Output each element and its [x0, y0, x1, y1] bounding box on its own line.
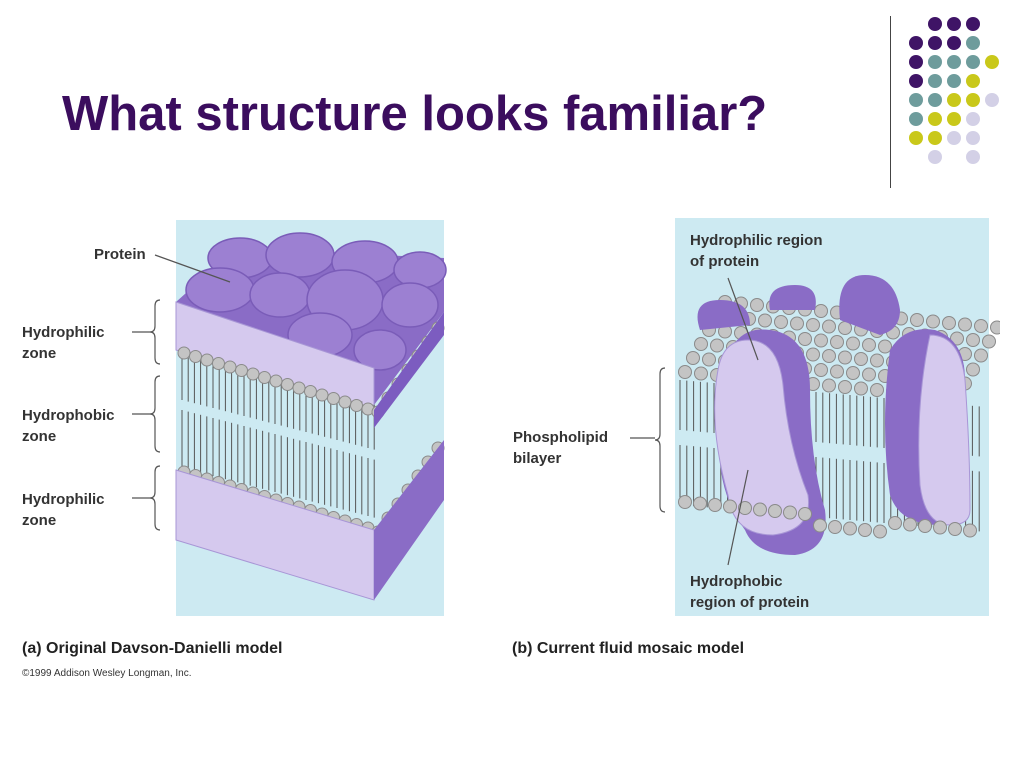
decorative-dot [947, 131, 961, 145]
decorative-dot [928, 131, 942, 145]
decorative-dot [928, 36, 942, 50]
decorative-dot [985, 93, 999, 107]
label-protein: Protein [94, 246, 146, 263]
label-phospholipid-bilayer: Phospholipid bilayer [513, 429, 608, 467]
decorative-dot [928, 74, 942, 88]
divider-line [890, 16, 891, 188]
label-hydrophobic-region: Hydrophobic region of protein [690, 573, 810, 611]
decorative-dot [928, 93, 942, 107]
decorative-dot [966, 74, 980, 88]
decorative-dot [947, 17, 961, 31]
decorative-dot [966, 93, 980, 107]
decorative-dot [928, 55, 942, 69]
caption-fluid-mosaic: (b) Current fluid mosaic model [512, 640, 745, 657]
decorative-dot [928, 150, 942, 164]
decorative-dot [966, 55, 980, 69]
caption-davson-danielli: (a) Original Davson-Danielli model [22, 640, 283, 657]
decorative-dot [909, 36, 923, 50]
decorative-dot [985, 55, 999, 69]
copyright-notice: ©1999 Addison Wesley Longman, Inc. [22, 668, 192, 679]
decorative-dot [947, 93, 961, 107]
decorative-dot [966, 112, 980, 126]
davson-danielli-diagram [132, 220, 447, 616]
decorative-dot [947, 55, 961, 69]
decorative-dot [909, 74, 923, 88]
decorative-dot [947, 36, 961, 50]
decorative-dot [966, 17, 980, 31]
decorative-dot [909, 55, 923, 69]
slide-title: What structure looks familiar? [62, 87, 768, 141]
decorative-dot [928, 112, 942, 126]
decorative-dot [928, 17, 942, 31]
label-hydrophilic-zone-top: Hydrophilic zone [22, 324, 105, 362]
decorative-dot [909, 93, 923, 107]
label-hydrophilic-region: Hydrophilic region of protein [690, 232, 823, 270]
decorative-dot [947, 112, 961, 126]
decorative-dot [966, 150, 980, 164]
decorative-dot [966, 36, 980, 50]
fluid-mosaic-diagram [630, 218, 1000, 616]
decorative-dot-grid [909, 17, 999, 164]
label-hydrophobic-zone: Hydrophobic zone [22, 407, 115, 445]
decorative-dot [966, 131, 980, 145]
decorative-dot [909, 112, 923, 126]
decorative-dot [947, 74, 961, 88]
decorative-dot [909, 131, 923, 145]
label-hydrophilic-zone-bottom: Hydrophilic zone [22, 491, 105, 529]
